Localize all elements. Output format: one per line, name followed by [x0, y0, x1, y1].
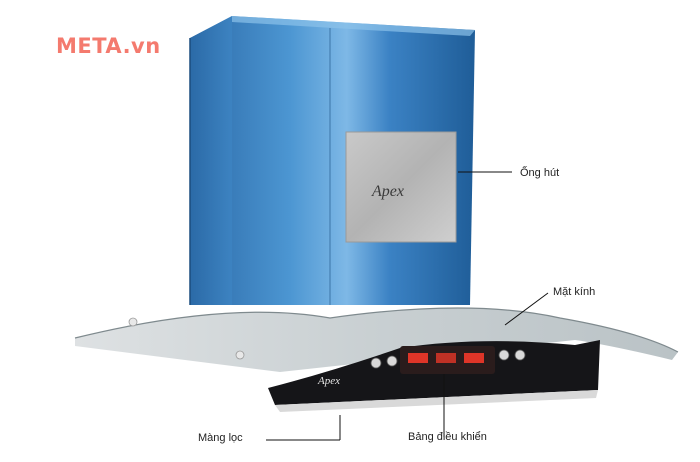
callouts	[266, 171, 549, 441]
control-knob-3	[498, 349, 510, 361]
control-panel: Apex	[317, 346, 526, 387]
label-glass: Mặt kính	[553, 286, 596, 298]
label-filter: Màng lọc	[198, 432, 243, 444]
control-knob-1	[370, 357, 382, 369]
brand-logo-plate: Apex	[371, 183, 404, 200]
brand-plate: Apex	[345, 131, 457, 243]
label-duct: Ống hút	[520, 167, 560, 179]
brand-logo-body: Apex	[317, 375, 340, 387]
control-knob-4	[514, 349, 526, 361]
glass-canopy	[74, 307, 679, 372]
watermark: META.vn	[56, 34, 161, 58]
label-control-panel: Bảng điều khiển	[408, 431, 487, 443]
control-knob-2	[386, 355, 398, 367]
